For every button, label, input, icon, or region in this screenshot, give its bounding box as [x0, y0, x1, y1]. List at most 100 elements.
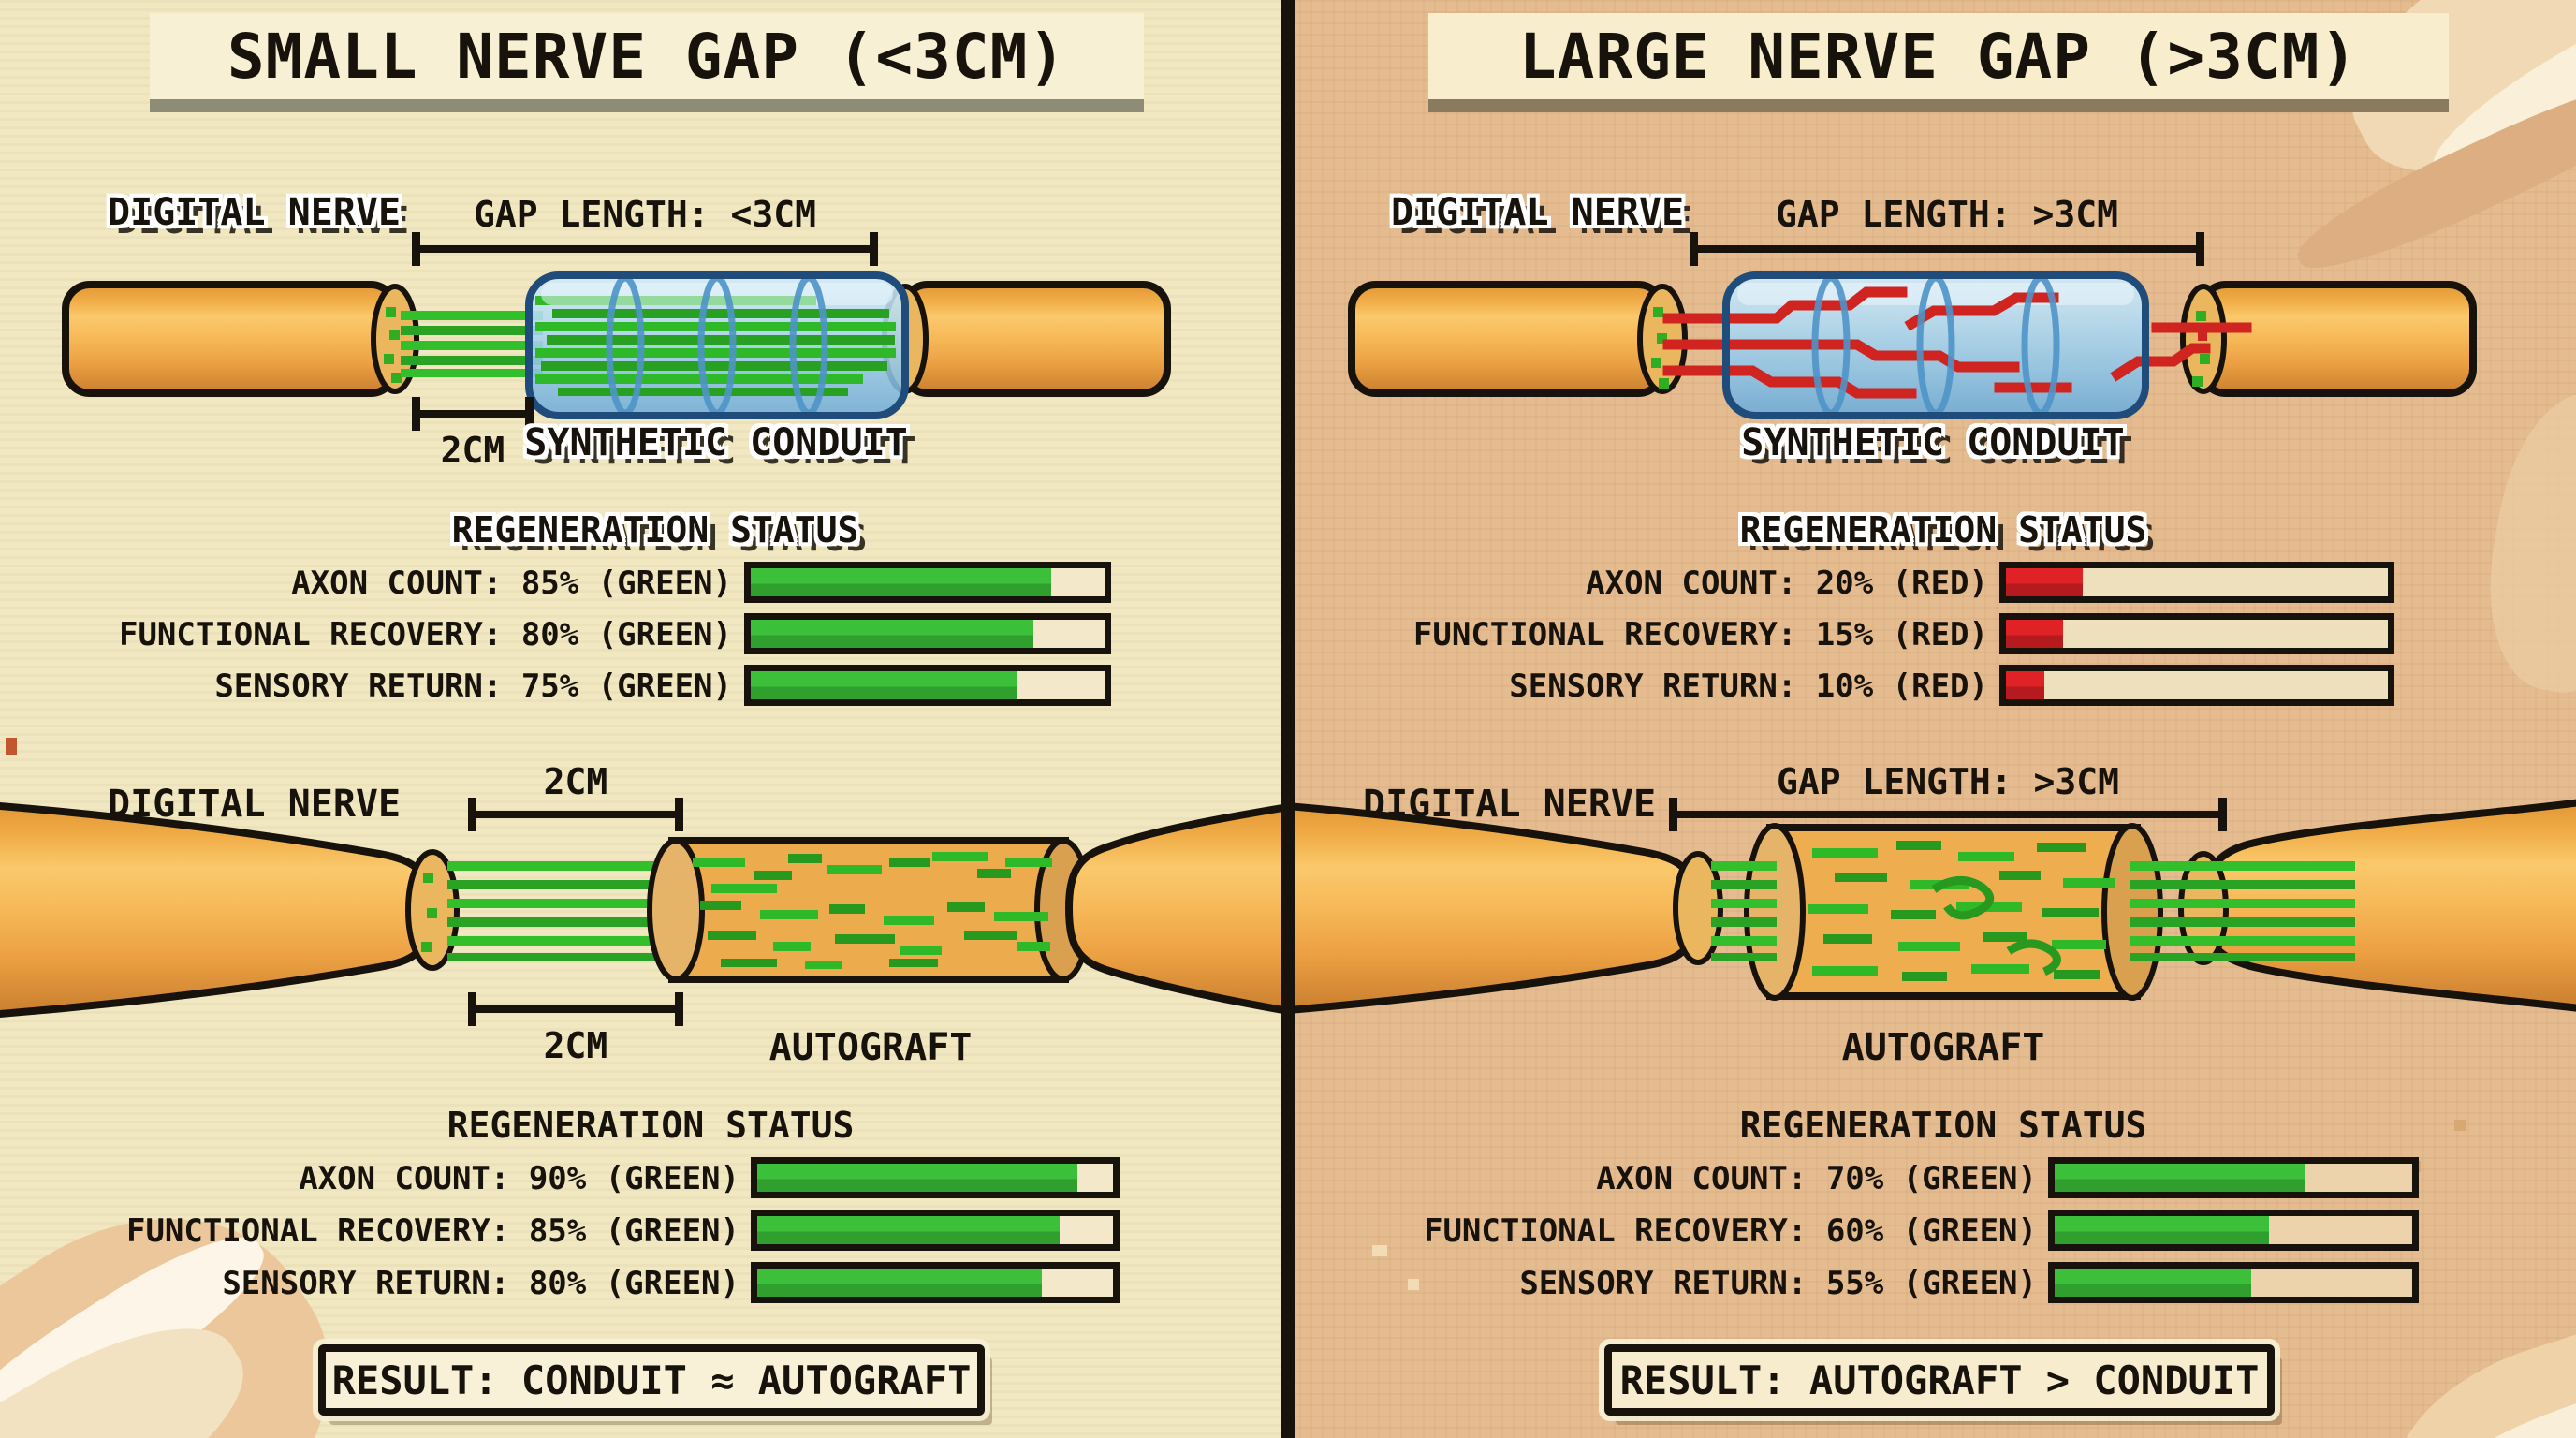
- progress-bar-fill: [751, 671, 1017, 699]
- progress-bar-fill: [2055, 1269, 2252, 1297]
- panel-title: LARGE NERVE GAP (>3CM): [1518, 20, 2359, 93]
- gap-length-label: GAP LENGTH: >3CM: [1776, 761, 2120, 802]
- progress-bar: [2048, 1157, 2419, 1198]
- status-row-label: AXON COUNT: 85% (GREEN): [291, 565, 732, 602]
- digital-nerve-label: DIGITAL NERVE: [108, 191, 402, 234]
- status-title: REGENERATION STATUS: [446, 1105, 855, 1146]
- scale-2cm-label: 2CM: [440, 430, 505, 471]
- nerve-right-funnel: [1064, 802, 1288, 1015]
- status-row: SENSORY RETURN: 10% (RED): [1288, 665, 2576, 708]
- status-row: FUNCTIONAL RECOVERY: 85% (GREEN): [0, 1210, 1288, 1253]
- progress-bar: [1999, 562, 2394, 603]
- progress-bar-fill: [2006, 671, 2044, 699]
- synthetic-conduit: [525, 271, 909, 419]
- autograft: [647, 837, 1092, 983]
- progress-bar: [1999, 613, 2394, 654]
- gap-measure-line: [412, 232, 878, 266]
- progress-bar-fill: [2006, 620, 2064, 648]
- gap-measure-line: [1669, 798, 2227, 831]
- progress-bar-fill: [757, 1216, 1060, 1244]
- progress-bar: [744, 665, 1111, 706]
- autograft-label: AUTOGRAFT: [1841, 1026, 2045, 1069]
- status-row: AXON COUNT: 70% (GREEN): [1288, 1157, 2576, 1200]
- large-gap-autograft-diagram: [1288, 799, 2576, 1015]
- progress-bar: [2048, 1262, 2419, 1303]
- axon-bundle: [401, 311, 543, 377]
- synthetic-conduit-label: SYNTHETIC CONDUIT: [524, 421, 908, 464]
- status-row: FUNCTIONAL RECOVERY: 15% (RED): [1288, 613, 2576, 656]
- gap-length-label: GAP LENGTH: >3CM: [1775, 194, 2119, 235]
- result-box: RESULT: CONDUIT ≈ AUTOGRAFT: [318, 1344, 985, 1416]
- status-row-label: AXON COUNT: 70% (GREEN): [1596, 1160, 2037, 1197]
- progress-bar: [751, 1210, 1120, 1251]
- sand-speck: [1408, 1279, 1419, 1290]
- status-row-label: FUNCTIONAL RECOVERY: 85% (GREEN): [125, 1212, 739, 1250]
- regeneration-status-top: REGENERATION STATUS AXON COUNT: 20% (RED…: [1288, 509, 2576, 725]
- status-row-label: FUNCTIONAL RECOVERY: 15% (RED): [1412, 616, 1988, 653]
- status-row: FUNCTIONAL RECOVERY: 80% (GREEN): [0, 613, 1288, 656]
- autograft-label: AUTOGRAFT: [768, 1026, 973, 1069]
- large-gap-conduit-diagram: [1348, 271, 2477, 419]
- status-title: REGENERATION STATUS: [451, 509, 859, 550]
- status-row: AXON COUNT: 20% (RED): [1288, 562, 2576, 605]
- gap-measure-line: [1690, 232, 2204, 266]
- panel-title-box: SMALL NERVE GAP (<3CM): [150, 13, 1144, 99]
- nerve-left-funnel: [0, 801, 460, 1019]
- progress-bar-fill: [757, 1269, 1042, 1297]
- sand-speck: [1372, 1245, 1387, 1256]
- panel-title-box: LARGE NERVE GAP (>3CM): [1428, 13, 2449, 99]
- sand-speck: [2454, 1120, 2466, 1131]
- status-row: SENSORY RETURN: 55% (GREEN): [1288, 1262, 2576, 1305]
- result-text: RESULT: CONDUIT ≈ AUTOGRAFT: [331, 1357, 972, 1403]
- sand-speck: [6, 738, 17, 755]
- panel-small-gap: SMALL NERVE GAP (<3CM) DIGITAL NERVE GAP…: [0, 0, 1288, 1438]
- progress-bar: [744, 562, 1111, 603]
- nerve-left-funnel: [1288, 802, 1723, 1015]
- status-row: FUNCTIONAL RECOVERY: 60% (GREEN): [1288, 1210, 2576, 1253]
- status-row: AXON COUNT: 85% (GREEN): [0, 562, 1288, 605]
- result-box: RESULT: AUTOGRAFT > CONDUIT: [1604, 1344, 2275, 1416]
- status-title: REGENERATION STATUS: [1739, 509, 2147, 550]
- progress-bar-fill: [2055, 1164, 2305, 1192]
- progress-bar-fill: [2006, 568, 2083, 596]
- nerve-right: [2180, 281, 2477, 397]
- regeneration-status-bottom: REGENERATION STATUS AXON COUNT: 70% (GRE…: [1288, 1105, 2576, 1320]
- regeneration-status-bottom: REGENERATION STATUS AXON COUNT: 90% (GRE…: [0, 1105, 1288, 1320]
- gap-2cm-top-label: 2CM: [543, 761, 608, 802]
- small-gap-autograft-diagram: [0, 801, 1288, 1019]
- gap-2cm-top-line: [468, 798, 683, 831]
- nerve-left: [62, 281, 419, 397]
- axon-bundle: [447, 861, 676, 961]
- autograft: [1744, 823, 2163, 1001]
- progress-bar-fill: [2055, 1216, 2270, 1244]
- status-row-label: SENSORY RETURN: 75% (GREEN): [214, 668, 732, 705]
- synthetic-conduit: [1662, 271, 2252, 419]
- nerve-left: [1348, 281, 1688, 397]
- progress-bar: [744, 613, 1111, 654]
- small-gap-conduit-diagram: [62, 271, 1171, 419]
- status-title: REGENERATION STATUS: [1739, 1105, 2147, 1146]
- synthetic-conduit-label: SYNTHETIC CONDUIT: [1741, 421, 2125, 464]
- regeneration-status-top: REGENERATION STATUS AXON COUNT: 85% (GRE…: [0, 509, 1288, 725]
- digital-nerve-label: DIGITAL NERVE: [108, 783, 402, 826]
- gap-2cm-bottom-label: 2CM: [543, 1025, 608, 1066]
- panel-title: SMALL NERVE GAP (<3CM): [227, 20, 1067, 93]
- status-row-label: SENSORY RETURN: 10% (RED): [1509, 668, 1988, 705]
- progress-bar: [751, 1157, 1120, 1198]
- progress-bar-fill: [751, 568, 1052, 596]
- status-row-label: FUNCTIONAL RECOVERY: 60% (GREEN): [1423, 1212, 2037, 1250]
- gap-2cm-bottom-line: [468, 992, 683, 1026]
- status-row: AXON COUNT: 90% (GREEN): [0, 1157, 1288, 1200]
- result-text: RESULT: AUTOGRAFT > CONDUIT: [1619, 1357, 2260, 1403]
- status-row: SENSORY RETURN: 75% (GREEN): [0, 665, 1288, 708]
- status-row-label: SENSORY RETURN: 55% (GREEN): [1519, 1265, 2037, 1302]
- nerve-right: [882, 281, 1171, 397]
- progress-bar-fill: [757, 1164, 1077, 1192]
- digital-nerve-label: DIGITAL NERVE: [1391, 191, 1685, 234]
- progress-bar: [2048, 1210, 2419, 1251]
- axon-bundle: [1711, 861, 2355, 961]
- panel-large-gap: LARGE NERVE GAP (>3CM) DIGITAL NERVE GAP…: [1288, 0, 2576, 1438]
- status-row: SENSORY RETURN: 80% (GREEN): [0, 1262, 1288, 1305]
- status-row-label: AXON COUNT: 90% (GREEN): [299, 1160, 739, 1197]
- status-row-label: FUNCTIONAL RECOVERY: 80% (GREEN): [118, 616, 732, 653]
